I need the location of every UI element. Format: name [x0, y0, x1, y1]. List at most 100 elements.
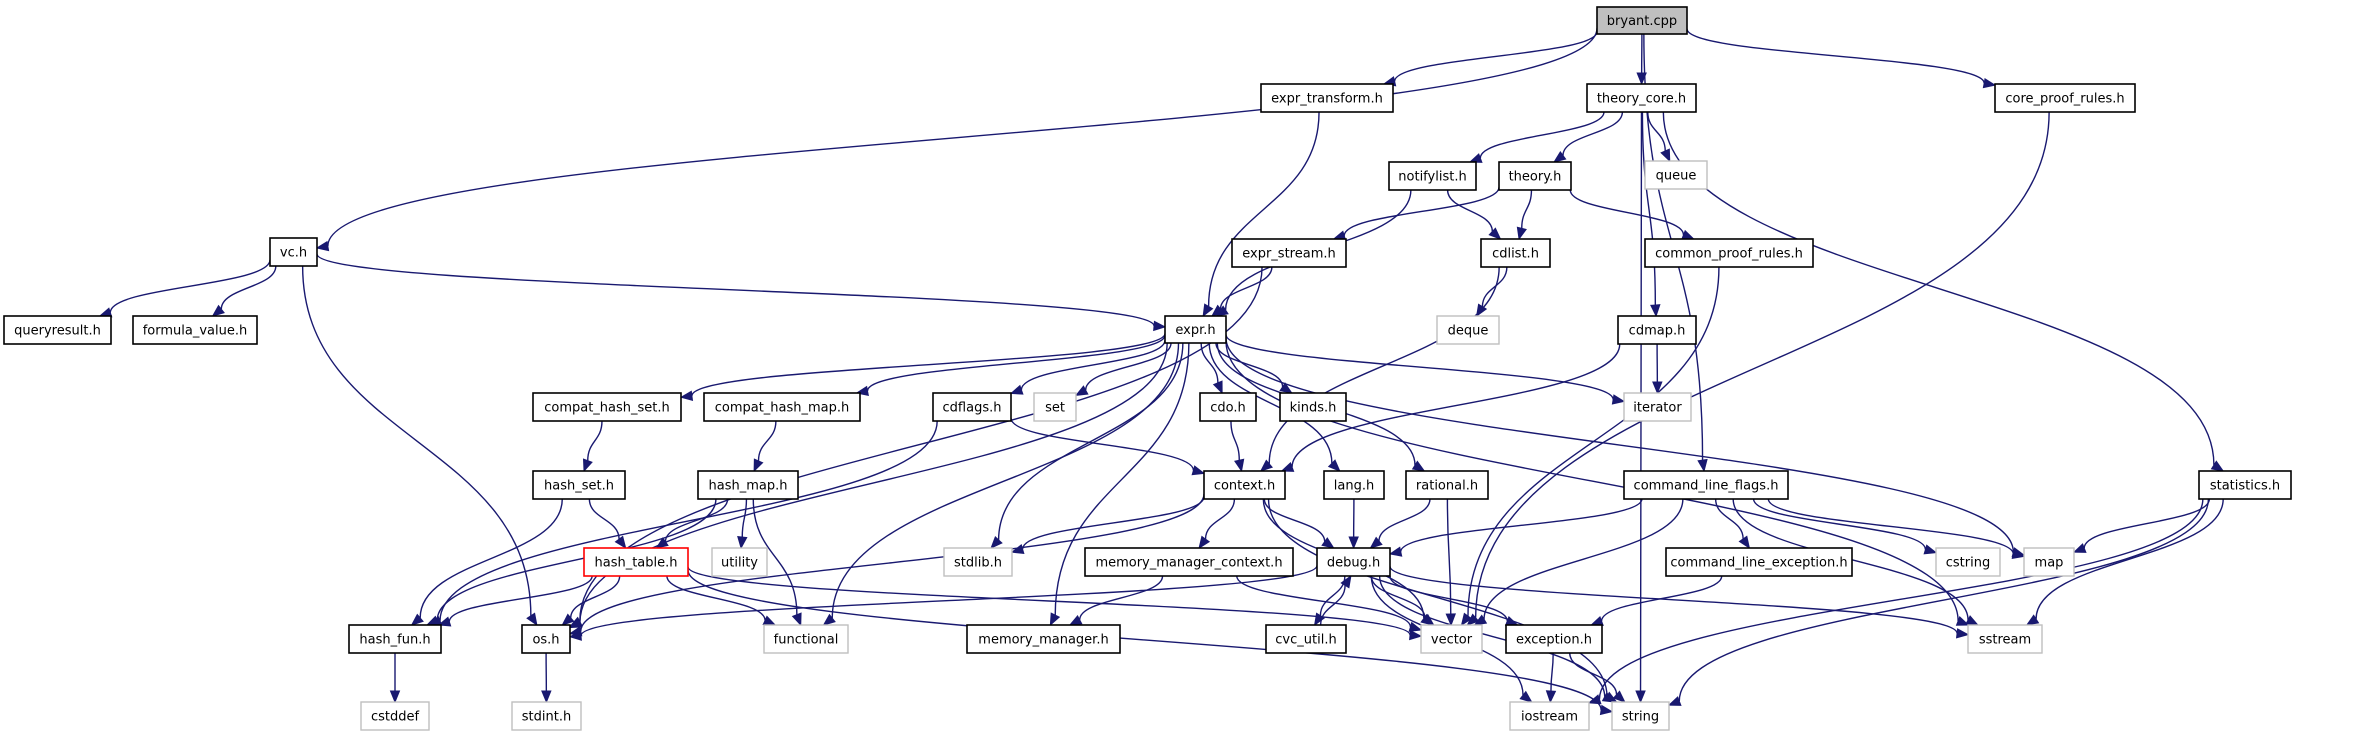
node-rational-h[interactable]: rational.h	[1405, 470, 1489, 500]
node-bryant-cpp[interactable]: bryant.cpp	[1596, 6, 1688, 35]
node-iostream[interactable]: iostream	[1509, 701, 1590, 731]
node-box	[1623, 392, 1692, 422]
node-box	[532, 392, 682, 422]
node-cdo-h[interactable]: cdo.h	[1199, 392, 1257, 422]
node-core-proof-rules-h[interactable]: core_proof_rules.h	[1994, 83, 2136, 113]
edge-hash_table_h-to-string	[687, 569, 1602, 711]
node-label: notifylist.h	[1398, 170, 1466, 185]
node-stdlib-h[interactable]: stdlib.h	[943, 547, 1013, 577]
node-cstddef[interactable]: cstddef	[360, 701, 430, 731]
edge-expr_h-to-cdflags_h	[1020, 339, 1166, 391]
arrowhead-icon	[2072, 543, 2087, 553]
node-deque[interactable]: deque	[1436, 315, 1500, 345]
edge-notifylist_h-to-cdlist_h	[1446, 189, 1494, 232]
edge-cdflags_h-to-hash_fun_h	[439, 420, 938, 621]
edge-cvc_util_h-to-debug_h	[1319, 585, 1346, 626]
arrowhead-icon	[1348, 536, 1359, 550]
edge-rational_h-to-vector	[1446, 498, 1452, 615]
edge-expr_h-to-map	[1225, 337, 2015, 553]
arrowhead-icon	[1923, 544, 1938, 555]
node-expr-transform-h[interactable]: expr_transform.h	[1260, 83, 1394, 113]
edge-hash_set_h-to-hash_table_h	[588, 498, 620, 540]
edge-bryant_cpp-to-expr_transform_h	[1393, 31, 1598, 82]
node-string[interactable]: string	[1611, 701, 1670, 731]
arrowhead-icon	[1259, 459, 1274, 472]
node-map[interactable]: map	[2023, 547, 2075, 577]
arrowhead-icon	[655, 537, 669, 549]
arrowhead-icon	[1635, 690, 1646, 704]
node-cdmap-h[interactable]: cdmap.h	[1617, 315, 1697, 345]
node-common-proof-rules-h[interactable]: common_proof_rules.h	[1644, 238, 1814, 268]
arrowhead-icon	[1660, 148, 1671, 163]
node-box	[2198, 470, 2292, 500]
node-box	[1617, 315, 1697, 345]
node-theory-h[interactable]: theory.h	[1498, 161, 1572, 191]
node-functional[interactable]: functional	[763, 624, 849, 654]
node-box	[1967, 624, 2043, 654]
node-label: debug.h	[1327, 556, 1380, 571]
node-sstream[interactable]: sstream	[1967, 624, 2043, 654]
node-hash-fun-h[interactable]: hash_fun.h	[348, 624, 442, 654]
node-debug-h[interactable]: debug.h	[1316, 547, 1391, 577]
edge-hash_table_h-to-os_h	[570, 575, 621, 618]
node-iterator[interactable]: iterator	[1623, 392, 1692, 422]
edge-hash_map_h-to-hash_table_h	[664, 498, 729, 542]
node-memory-manager-h[interactable]: memory_manager.h	[966, 624, 1121, 654]
node-label: kinds.h	[1290, 401, 1337, 416]
edge-cdlist_h-to-context_h	[1268, 266, 1500, 464]
node-hash-set-h[interactable]: hash_set.h	[532, 470, 626, 500]
node-vector[interactable]: vector	[1420, 624, 1483, 654]
node-hash-table-h[interactable]: hash_table.h	[583, 547, 689, 577]
node-utility[interactable]: utility	[711, 547, 768, 577]
node-exception-h[interactable]: exception.h	[1505, 624, 1603, 654]
node-box	[703, 392, 861, 422]
node-set[interactable]: set	[1033, 392, 1077, 422]
node-memory-manager-context-h[interactable]: memory_manager_context.h	[1084, 547, 1294, 577]
edge-layer	[98, 28, 2225, 716]
edge-expr_h-to-cdo_h	[1200, 342, 1219, 383]
node-label: sstream	[1979, 633, 2031, 648]
node-cdflags-h[interactable]: cdflags.h	[932, 392, 1012, 422]
node-label: expr_transform.h	[1271, 92, 1383, 107]
node-theory-core-h[interactable]: theory_core.h	[1586, 83, 1697, 113]
node-notifylist-h[interactable]: notifylist.h	[1388, 161, 1477, 191]
arrowhead-icon	[1210, 304, 1225, 317]
edge-theory_h-to-expr_stream_h	[1343, 187, 1500, 236]
node-cstring[interactable]: cstring	[1935, 547, 2001, 577]
node-context-h[interactable]: context.h	[1203, 470, 1286, 500]
node-compat-hash-set-h[interactable]: compat_hash_set.h	[532, 392, 682, 422]
edge-rational_h-to-debug_h	[1378, 498, 1431, 542]
node-label: hash_map.h	[709, 479, 788, 494]
node-queue[interactable]: queue	[1644, 160, 1708, 190]
arrowhead-icon	[791, 612, 802, 627]
node-stdint-h[interactable]: stdint.h	[511, 701, 582, 731]
node-command-line-flags-h[interactable]: command_line_flags.h	[1623, 470, 1789, 500]
node-queryresult-h[interactable]: queryresult.h	[3, 315, 112, 345]
node-command-line-exception-h[interactable]: command_line_exception.h	[1665, 547, 1853, 577]
node-label: context.h	[1214, 479, 1275, 494]
arrowhead-icon	[822, 613, 836, 626]
edge-context_h-to-os_h	[580, 493, 1205, 632]
node-box	[1436, 315, 1500, 345]
node-statistics-h[interactable]: statistics.h	[2198, 470, 2292, 500]
node-box	[269, 237, 318, 267]
node-label: statistics.h	[2210, 479, 2280, 494]
node-label: hash_table.h	[594, 556, 677, 571]
node-os-h[interactable]: os.h	[521, 624, 571, 654]
node-formula-value-h[interactable]: formula_value.h	[132, 315, 258, 345]
node-label: command_line_exception.h	[1670, 556, 1847, 571]
node-expr-h[interactable]: expr.h	[1164, 315, 1227, 344]
node-vc-h[interactable]: vc.h	[269, 237, 318, 267]
node-expr-stream-h[interactable]: expr_stream.h	[1231, 238, 1347, 268]
node-hash-map-h[interactable]: hash_map.h	[697, 470, 799, 500]
node-box	[1505, 624, 1603, 654]
arrowhead-icon	[1590, 616, 1604, 626]
edge-hash_table_h-to-vector	[687, 566, 1411, 636]
node-compat-hash-map-h[interactable]: compat_hash_map.h	[703, 392, 861, 422]
node-cvc-util-h[interactable]: cvc_util.h	[1265, 624, 1347, 654]
node-lang-h[interactable]: lang.h	[1323, 470, 1385, 500]
node-box	[1420, 624, 1483, 654]
node-cdlist-h[interactable]: cdlist.h	[1480, 238, 1551, 268]
node-kinds-h[interactable]: kinds.h	[1279, 392, 1347, 422]
node-label: queue	[1656, 169, 1697, 184]
